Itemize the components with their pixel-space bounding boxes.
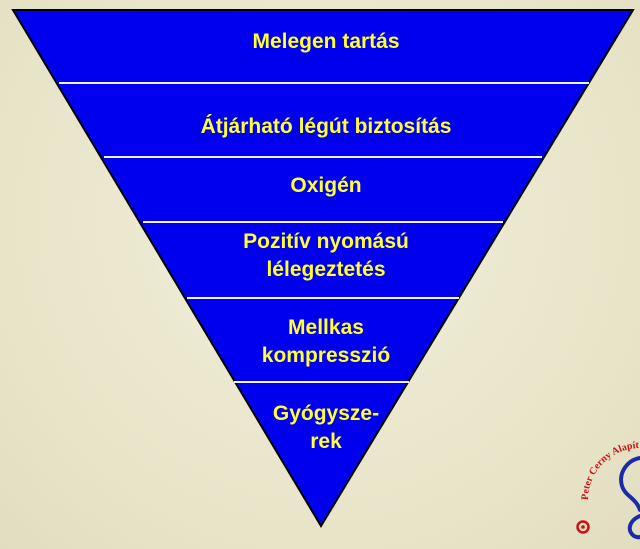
logo-emblem-dot-icon <box>581 525 585 529</box>
level-label: Átjárható légút biztosítás <box>201 115 452 138</box>
level-label: rek <box>310 430 342 453</box>
level-label: Melegen tartás <box>252 30 399 53</box>
level-label: Mellkas <box>288 316 364 339</box>
level-label: Pozitív nyomású <box>243 230 409 253</box>
logo-figure-icon <box>619 456 640 540</box>
logo-emblem-icon <box>576 520 590 534</box>
foundation-logo: Peter Cerny Alapítvány <box>560 420 640 540</box>
logo-text: Peter Cerny Alapítvány <box>560 420 640 500</box>
level-label: lélegeztetés <box>266 258 385 281</box>
pyramid-shape <box>11 9 635 528</box>
level-label: Gyógysze- <box>273 402 379 425</box>
level-label: Oxigén <box>290 174 361 197</box>
svg-text:Peter Cerny Alapítvány: Peter Cerny Alapítvány <box>560 420 640 500</box>
level-label: kompresszió <box>262 344 390 367</box>
